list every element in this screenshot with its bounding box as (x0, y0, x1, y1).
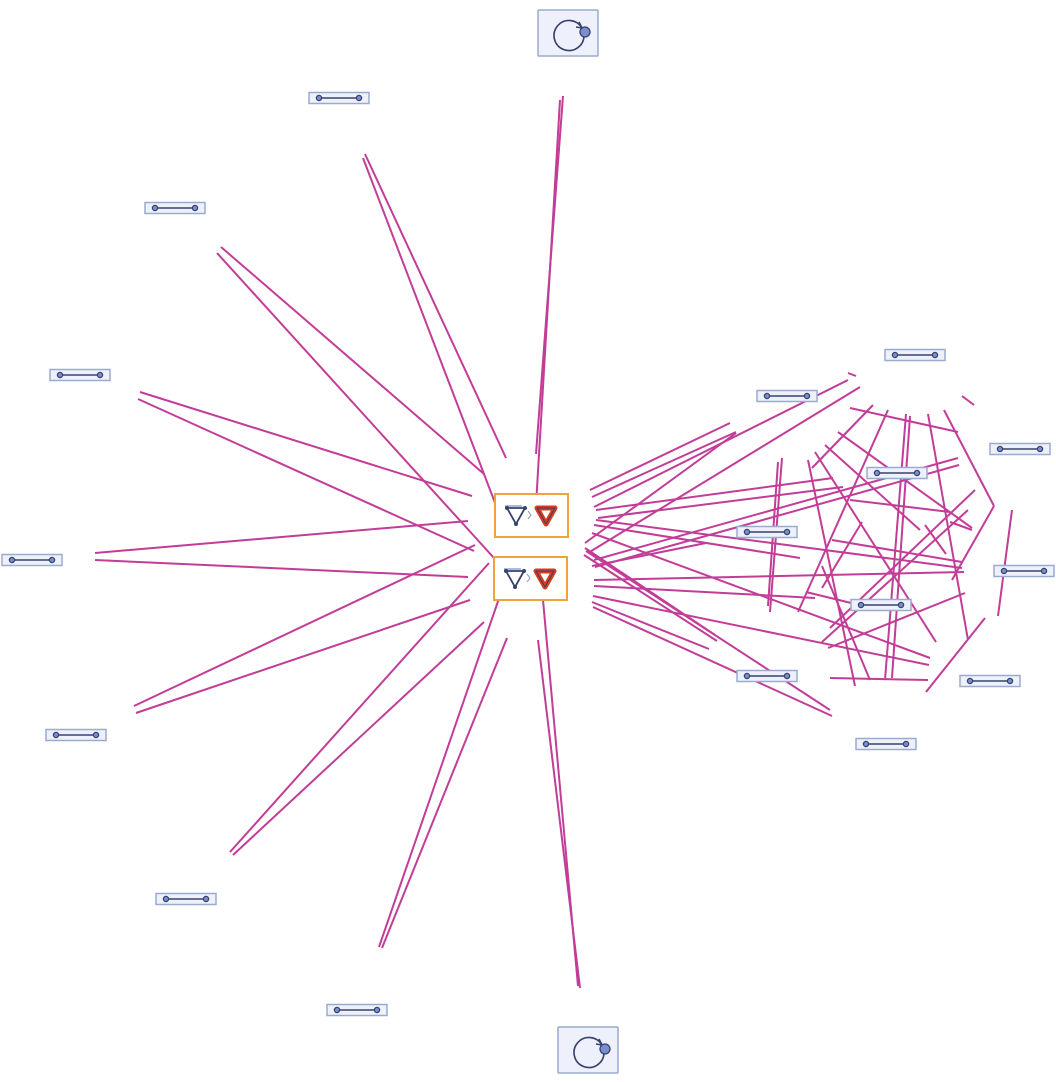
link-node-right-8[interactable] (736, 669, 798, 683)
edge (585, 550, 831, 711)
edge (133, 544, 476, 707)
edge (824, 444, 921, 531)
edge (587, 386, 861, 554)
edge (216, 252, 495, 559)
edge (591, 532, 931, 659)
link-node-left-7[interactable] (326, 1003, 388, 1017)
link-node-left-1[interactable] (308, 91, 370, 105)
edge (593, 524, 801, 559)
link-node-right-10[interactable] (855, 737, 917, 751)
edge (849, 407, 959, 433)
edge (831, 539, 963, 563)
node-layer (1, 91, 1055, 1017)
edge (849, 499, 951, 513)
edge (229, 562, 490, 853)
link-node-right-9[interactable] (959, 674, 1021, 688)
edge (381, 637, 508, 949)
self-loop-icon (573, 1036, 611, 1069)
loop-node-top[interactable] (537, 9, 599, 57)
edge (364, 153, 507, 459)
edge (925, 617, 986, 693)
edge (811, 404, 874, 469)
triangle-transform-icon (504, 568, 557, 590)
edge (378, 580, 506, 948)
edge (595, 477, 834, 511)
link-node-right-7[interactable] (850, 598, 912, 612)
hub-node-top[interactable] (494, 493, 569, 538)
link-node-left-5[interactable] (45, 728, 107, 742)
edge (232, 621, 485, 856)
edge (797, 409, 889, 613)
edge (884, 413, 907, 681)
edge-layer (94, 95, 1013, 989)
self-loop-icon (553, 19, 591, 52)
edge (951, 505, 995, 581)
link-node-right-5[interactable] (736, 525, 798, 539)
edge (829, 677, 929, 681)
edge (997, 509, 1013, 617)
edge (949, 521, 973, 531)
edge (943, 409, 995, 507)
edge (924, 524, 947, 555)
loop-node-bottom[interactable] (557, 1026, 619, 1074)
edge (220, 246, 485, 475)
link-node-right-4[interactable] (866, 466, 928, 480)
edge (592, 595, 930, 666)
edge (592, 606, 833, 717)
edge (584, 432, 737, 544)
triangle-transform-icon (505, 505, 558, 527)
edge (597, 486, 844, 519)
link-node-right-6[interactable] (993, 564, 1055, 578)
edge (94, 520, 469, 554)
edge (139, 391, 473, 497)
link-node-right-1[interactable] (884, 348, 946, 362)
link-node-left-3[interactable] (49, 368, 111, 382)
edge (593, 571, 965, 581)
edge (891, 415, 911, 679)
edge (540, 577, 579, 987)
edge (961, 395, 975, 406)
edge (362, 157, 498, 509)
edge (591, 601, 710, 650)
edge (583, 554, 718, 642)
edge (821, 521, 863, 589)
edge (827, 592, 966, 649)
edge (591, 431, 737, 498)
link-node-left-4[interactable] (1, 553, 63, 567)
edge (589, 422, 731, 491)
link-node-left-6[interactable] (155, 892, 217, 906)
link-node-left-2[interactable] (144, 201, 206, 215)
edge (534, 99, 561, 523)
edge (135, 599, 471, 714)
edge (821, 565, 871, 681)
link-node-right-2[interactable] (756, 389, 818, 403)
edge (94, 559, 469, 578)
link-node-right-3[interactable] (989, 442, 1051, 456)
edge (847, 372, 857, 377)
edge (593, 585, 816, 599)
hub-node-bottom[interactable] (493, 556, 568, 601)
